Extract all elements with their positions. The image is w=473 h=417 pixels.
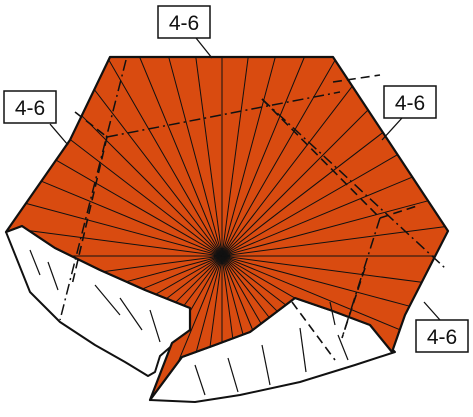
radial-crease — [221, 255, 262, 324]
radial-crease — [221, 255, 422, 283]
radial-crease — [189, 255, 223, 312]
radial-crease — [221, 154, 398, 257]
radial-crease — [168, 56, 223, 257]
radial-crease — [93, 89, 223, 257]
radial-crease — [166, 255, 223, 299]
mountain-folds — [59, 59, 446, 339]
mountain-fold-left — [59, 59, 127, 321]
paper-colored-side — [4, 55, 450, 402]
radial-crease — [221, 255, 270, 318]
valley-folds — [71, 74, 421, 361]
radial-crease — [221, 109, 369, 257]
radial-crease — [221, 56, 276, 257]
radial-crease — [221, 59, 336, 257]
radial-crease — [221, 226, 446, 257]
label-left-text: 4-6 — [15, 97, 45, 120]
radial-crease — [221, 255, 410, 307]
radial-crease — [221, 176, 413, 257]
label-top-text: 4-6 — [169, 12, 199, 35]
radial-crease — [177, 255, 223, 363]
radial-crease — [221, 56, 249, 257]
radial-crease — [221, 255, 296, 299]
radial-crease — [183, 255, 223, 306]
radial-crease — [221, 255, 400, 331]
mountain-fold-top — [106, 91, 341, 138]
label-bottom-right-text: 4-6 — [427, 326, 457, 349]
valley-fold-left — [71, 136, 108, 286]
label-leaders — [49, 37, 441, 321]
radial-crease — [221, 200, 429, 257]
label-top: 4-6 — [157, 5, 211, 39]
radial-crease — [209, 255, 223, 347]
white-side-creases — [29, 249, 349, 396]
valley-fold-far-right — [379, 204, 421, 219]
radial-crease — [139, 56, 223, 257]
valley-fold-bottom — [291, 301, 336, 361]
radial-crease — [221, 255, 234, 339]
radial-crease — [28, 230, 223, 257]
label-left: 4-6 — [3, 90, 57, 124]
radial-crease — [221, 132, 384, 257]
radial-crease — [81, 115, 223, 257]
radial-crease — [221, 255, 287, 306]
radial-crease — [69, 139, 223, 257]
radial-crease — [41, 180, 223, 257]
radial-crease — [126, 255, 223, 283]
radial-crease — [142, 255, 223, 290]
radial-crease — [221, 85, 353, 257]
radial-crease — [195, 56, 223, 257]
radial-creases — [25, 56, 446, 363]
radial-crease — [108, 59, 223, 257]
radial-crease — [221, 255, 244, 335]
valley-fold-upper-left — [74, 111, 108, 138]
radial-crease — [155, 255, 223, 295]
radial-crease — [221, 255, 278, 312]
valley-fold-top-right — [332, 74, 381, 83]
radial-crease — [25, 202, 223, 257]
label-bottom-right: 4-6 — [415, 319, 469, 353]
radial-crease — [195, 255, 223, 352]
radial-crease — [175, 255, 223, 303]
radial-crease — [221, 56, 305, 257]
radial-crease — [221, 255, 254, 331]
label-right: 4-6 — [383, 85, 437, 119]
label-right-text: 4-6 — [395, 92, 425, 115]
valley-fold-bottom-right — [341, 267, 366, 339]
radial-crease — [55, 159, 223, 257]
radial-crease — [103, 255, 223, 273]
